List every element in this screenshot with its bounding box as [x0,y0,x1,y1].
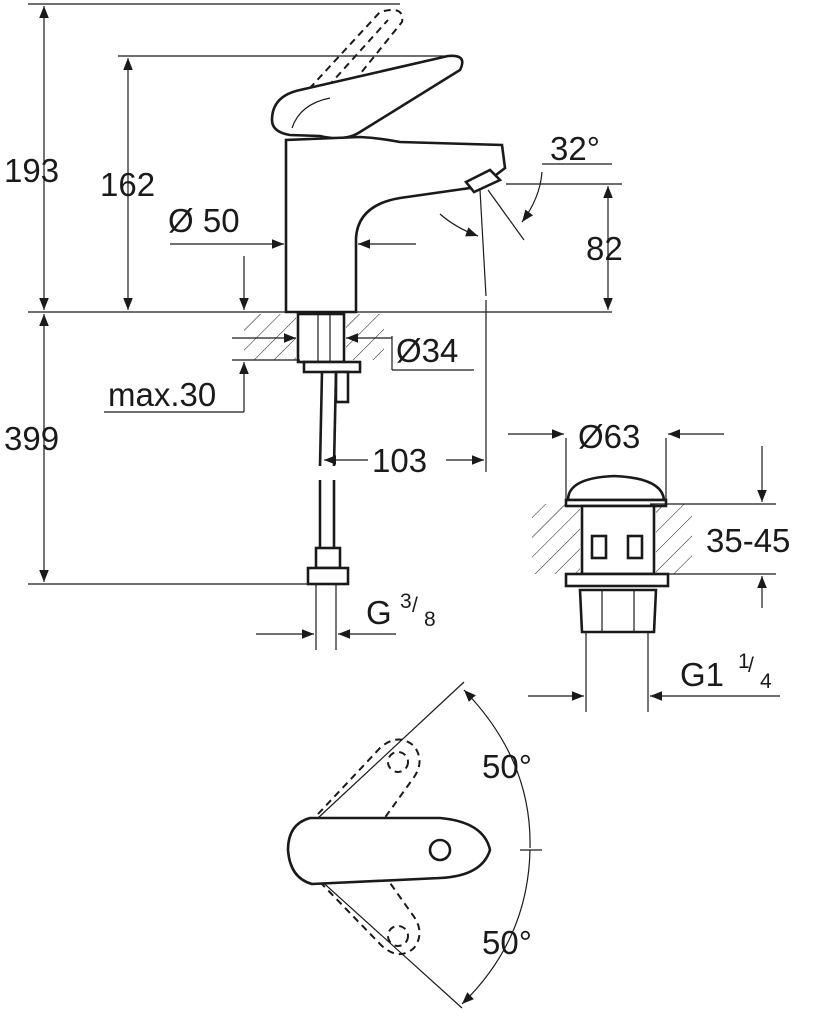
lever-rotated-up [317,738,421,831]
under-deck-assembly [244,312,384,650]
pop-up-waste [508,429,780,712]
label-193: 193 [4,152,59,189]
label-162: 162 [100,166,155,203]
label-diameter-63: Ø63 [578,418,640,455]
label-waste-thread: G1 1 / 4 [680,650,772,693]
label-diameter-50: Ø 50 [168,202,240,239]
shank [296,312,346,364]
faucet-body [284,135,507,314]
pop-up-cap [566,474,666,502]
hose-nut [306,566,350,586]
hose-fitting [314,546,342,570]
lever-top [286,816,492,886]
lever-raised-outline [284,9,404,131]
label-399: 399 [4,420,59,457]
label-diameter-34: Ø34 [396,332,458,369]
faucet-side-view [270,9,507,314]
lever [270,54,464,140]
label-35-45: 35-45 [706,522,790,559]
svg-text:4: 4 [760,670,772,693]
mounting-nut [302,360,362,374]
svg-text:8: 8 [424,608,436,631]
label-angle-32: 32° [550,130,600,167]
label-angle-50-up: 50° [482,748,532,785]
lever-top-view [286,681,542,1009]
dimension-lines [28,3,622,639]
svg-text:/: / [412,594,418,617]
aerator [463,168,503,194]
lever-rotated-down [319,865,421,955]
label-max-30: max.30 [108,376,216,413]
svg-text:G1: G1 [680,656,724,693]
waste-nut [578,588,658,634]
label-82: 82 [586,230,623,267]
svg-text:1: 1 [738,650,750,673]
svg-text:3: 3 [400,590,412,613]
svg-text:G: G [366,594,392,631]
label-hose-thread: G 3 / 8 [366,590,436,631]
dimension-labels: 193 162 Ø 50 32° 82 Ø34 max.30 399 103 Ø… [4,130,790,961]
label-angle-50-down: 50° [482,924,532,961]
svg-text:/: / [748,654,754,677]
label-103: 103 [372,442,427,479]
